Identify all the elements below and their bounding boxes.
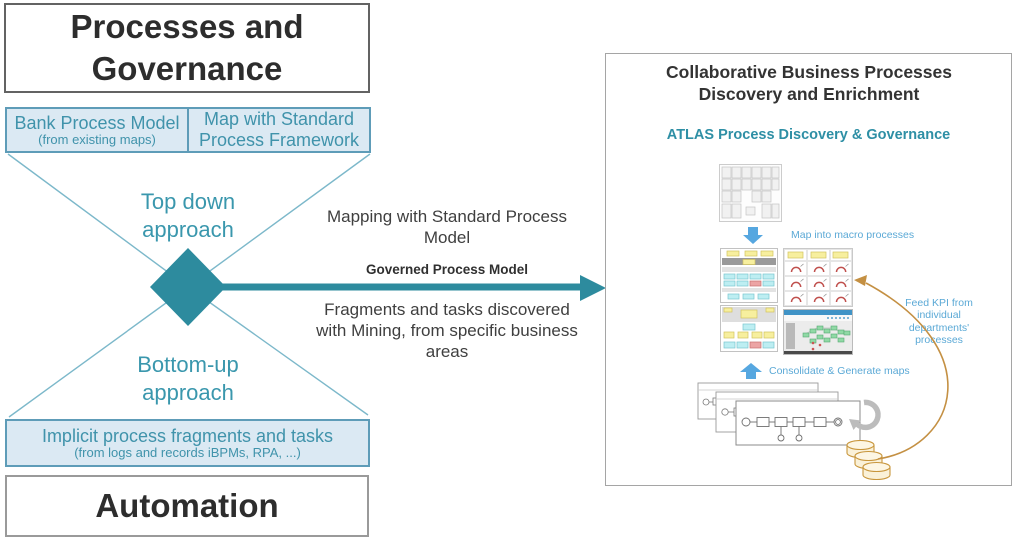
bank-process-model-title: Bank Process Model [14,112,180,133]
map-into-macro-caption: Map into macro processes [791,229,915,241]
macro-process-map-thumbnail-1 [720,248,778,303]
macro-process-map-thumbnail-2 [720,305,778,352]
atlas-panel: Collaborative Business Processes Discove… [605,53,1012,486]
bpmn-diagrams-thumbnail [697,382,861,446]
bottom-up-approach-label: Bottom-up approach [137,352,239,405]
consolidate-caption: Consolidate & Generate maps [769,365,910,377]
automation-title: Automation [95,487,279,525]
up-arrow-icon [740,363,762,379]
automation-box: Automation [5,475,369,537]
panel-subtitle: ATLAS Process Discovery & Governance [666,127,951,143]
down-arrow-icon [743,227,763,244]
feed-kpi-caption: Feed KPI from individual departments' pr… [905,297,973,347]
map-standard-framework-box: Map with Standard Process Framework [188,107,371,153]
processes-governance-box: Processes and Governance [4,3,370,93]
map-standard-framework-title: Map with Standard Process Framework [198,109,360,150]
bank-process-model-subtitle: (from existing maps) [38,132,156,148]
diamond-icon [150,248,226,326]
governed-process-model-label: Governed Process Model [365,262,529,277]
process-framework-map-thumbnail [719,164,782,222]
bank-process-model-box: Bank Process Model (from existing maps) [5,107,188,153]
panel-title: Collaborative Business Processes Discove… [666,62,952,104]
governed-arrow-shaft [222,283,580,291]
fragments-mining-note: Fragments and tasks discovered with Mini… [316,300,578,362]
top-down-approach-label: Top down approach [140,189,236,242]
process-mining-thumbnail [783,309,853,355]
implicit-fragments-title: Implicit process fragments and tasks [41,425,334,446]
mapping-standard-note: Mapping with Standard Process Model [326,207,568,248]
top-blue-row: Bank Process Model (from existing maps) … [5,107,371,153]
governed-arrow-head-icon [580,275,606,301]
kpi-dashboard-thumbnail [783,248,853,307]
implicit-fragments-subtitle: (from logs and records iBPMs, RPA, ...) [74,445,301,461]
implicit-fragments-box: Implicit process fragments and tasks (fr… [5,419,370,467]
refresh-icon [849,399,881,431]
processes-governance-title: Processes and Governance [70,8,304,87]
database-stack-icon [846,440,891,481]
